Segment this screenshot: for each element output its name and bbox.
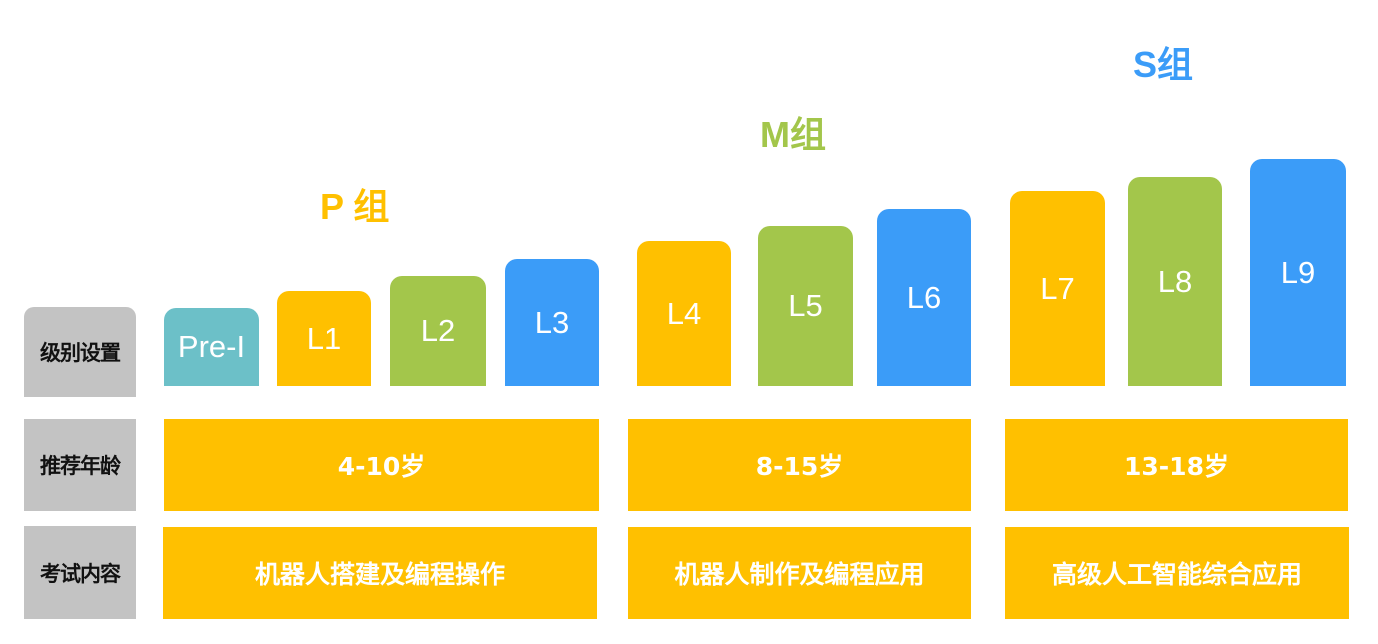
group-title-s: S组 [1133,44,1194,85]
row-label-levels: 级别设置 [24,307,136,397]
level-l4: L4 [637,241,731,386]
level-l5: L5 [758,226,853,386]
level-l7: L7 [1010,191,1105,386]
group-title-p: P 组 [320,186,390,227]
row-label-age: 推荐年龄 [24,419,136,511]
row-label-content: 考试内容 [24,526,136,619]
age-band-s: 13-18岁 [1005,419,1348,511]
content-band-p: 机器人搭建及编程操作 [163,527,597,619]
group-title-m: M组 [760,114,826,155]
age-band-p: 4-10岁 [164,419,599,511]
content-band-s: 高级人工智能综合应用 [1005,527,1349,619]
level-pre-i: Pre-I [164,308,259,386]
level-l9: L9 [1250,159,1346,386]
level-l3: L3 [505,259,599,386]
content-band-m: 机器人制作及编程应用 [628,527,971,619]
level-l2: L2 [390,276,486,386]
level-l6: L6 [877,209,971,386]
age-band-m: 8-15岁 [628,419,971,511]
level-l1: L1 [277,291,371,386]
level-l8: L8 [1128,177,1222,386]
